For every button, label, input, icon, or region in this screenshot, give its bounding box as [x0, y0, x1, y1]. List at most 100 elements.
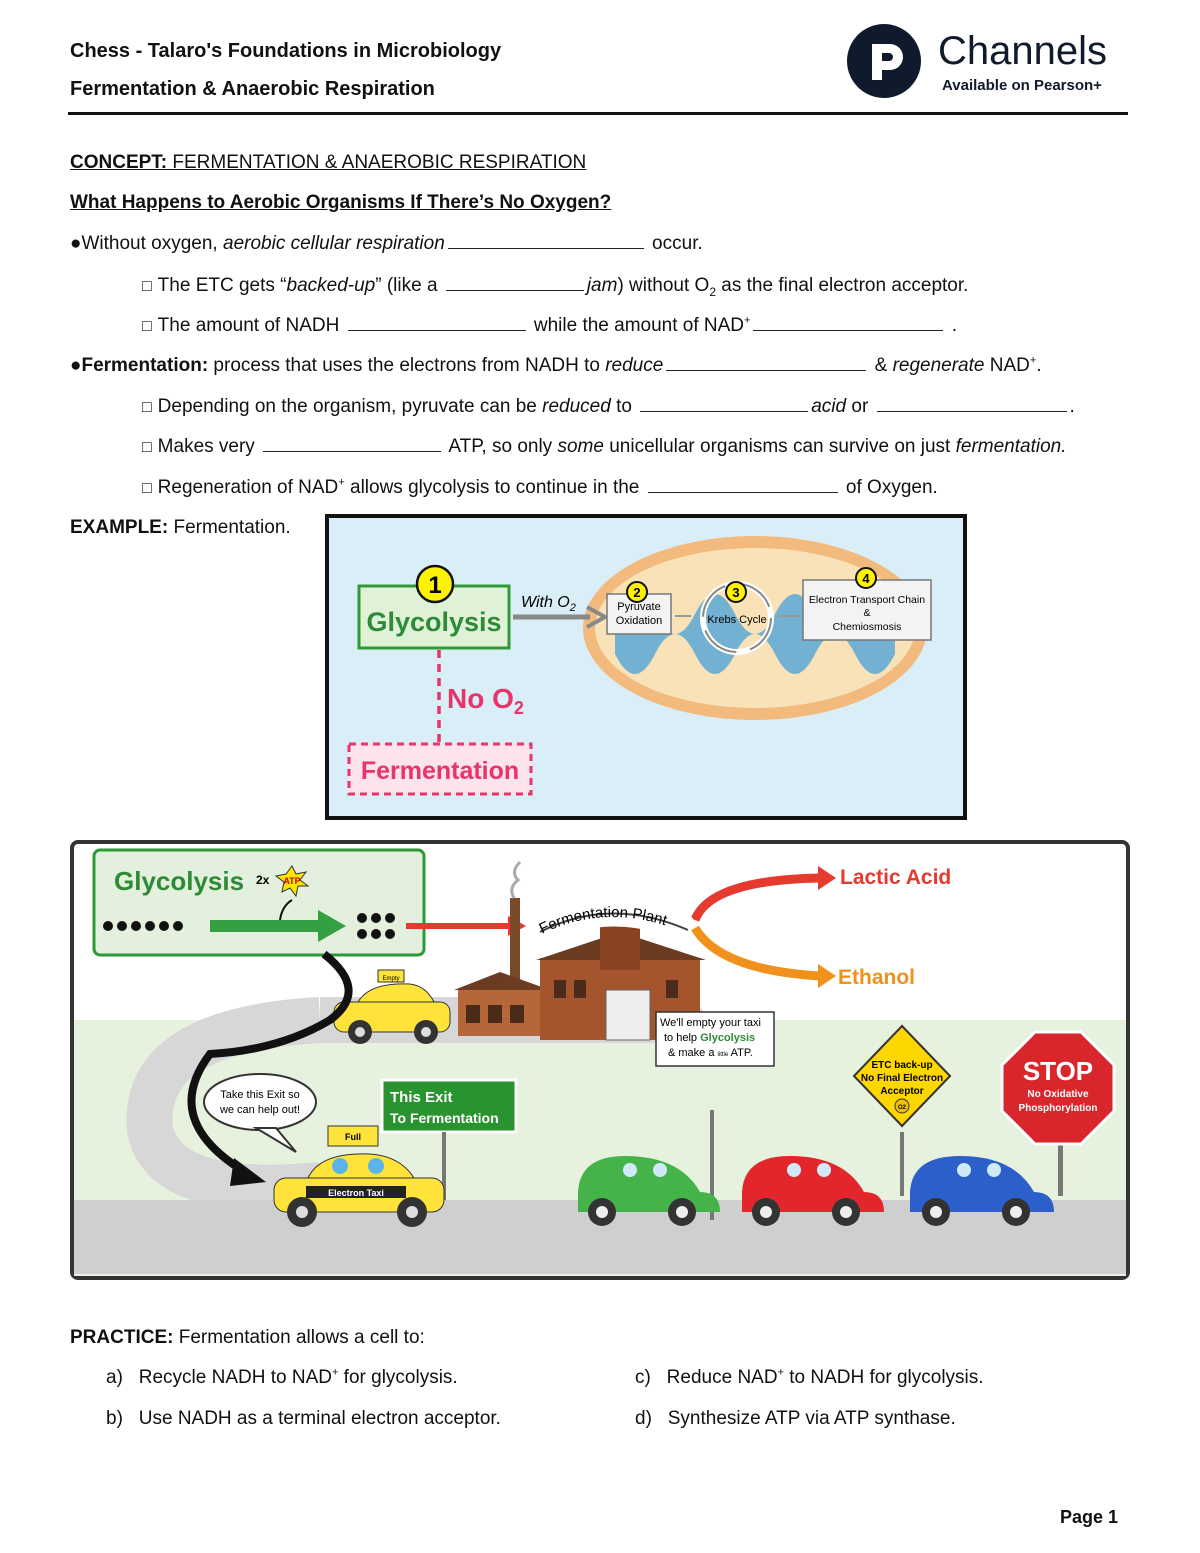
square-bullet-icon: □: [142, 439, 152, 456]
answer-b[interactable]: b) Use NADH as a terminal electron accep…: [106, 1408, 501, 1430]
page-number: Page 1: [1060, 1507, 1119, 1527]
step-2-number: 2: [633, 585, 640, 600]
text: Regeneration of NAD: [157, 477, 339, 498]
header-course-title: Chess - Talaro's Foundations in Microbio…: [70, 40, 502, 62]
superscript: +: [744, 314, 751, 327]
step-3-number: 3: [732, 585, 739, 600]
sign-post: [710, 1110, 714, 1220]
glucose-carbon-dots: [103, 921, 183, 931]
fill-blank[interactable]: [647, 476, 838, 493]
answer-letter: d): [635, 1408, 652, 1429]
with-o2-label: With O2: [521, 594, 576, 614]
fermentation-label: Fermentation: [361, 757, 519, 785]
superscript: +: [338, 476, 345, 489]
practice-label: PRACTICE:: [70, 1327, 174, 1348]
logo-text: Channels: [938, 29, 1107, 73]
exit-sign-line-2: To Fermentation: [390, 1110, 499, 1126]
header-rule: [68, 112, 1128, 115]
glycolysis-label: Glycolysis: [114, 866, 244, 896]
full-taxi-icon: [273, 1125, 445, 1227]
step-4-number: 4: [862, 571, 870, 586]
fill-blank[interactable]: [640, 395, 809, 412]
text: &: [869, 355, 893, 376]
answer-a[interactable]: a) Recycle NADH to NAD+ for glycolysis.: [106, 1367, 458, 1389]
concept-label: CONCEPT:: [70, 152, 168, 173]
plant-sign: [655, 1011, 775, 1067]
krebs-label: Krebs Cycle: [707, 614, 766, 626]
answer-d[interactable]: d) Synthesize ATP via ATP synthase.: [635, 1408, 956, 1430]
fill-blank[interactable]: [347, 314, 526, 331]
square-bullet-icon: □: [142, 278, 152, 295]
channels-logo: Channels Available on Pearson+: [846, 22, 1126, 102]
text: .: [946, 315, 958, 336]
ethanol-arrow: [691, 925, 821, 981]
text: to: [610, 396, 638, 417]
atp-star-icon: [274, 865, 310, 898]
pyruvate-label: Pyruvate: [617, 601, 660, 613]
stop-line-3: Phosphorylation: [1019, 1103, 1098, 1114]
respiration-overview-diagram: Glycolysis 1 With O2 Pyruvate Oxidation …: [325, 514, 967, 820]
etc-warning-sign: [852, 1024, 952, 1128]
green-car-icon: [578, 1156, 720, 1226]
blue-car-icon: [910, 1156, 1054, 1226]
fill-blank[interactable]: [666, 354, 867, 371]
step-4-badge: [855, 567, 877, 589]
notes-line-6: □Makes very ATP, so only some unicellula…: [142, 435, 1067, 458]
superscript: +: [1029, 354, 1037, 367]
bubble-line-1: Take this Exit so: [220, 1089, 299, 1101]
plant-sign-line-2: to help Glycolysis: [664, 1032, 755, 1044]
square-bullet-icon: □: [142, 399, 152, 416]
text-bold: ●Fermentation:: [70, 355, 209, 376]
text: unicellular organisms can survive on jus…: [603, 436, 956, 457]
ethanol-label: Ethanol: [838, 966, 915, 989]
text-italic: reduce: [605, 355, 664, 376]
answer-letter: b): [106, 1408, 123, 1429]
o2-badge-icon: [894, 1098, 910, 1114]
fill-blank[interactable]: [876, 395, 1067, 412]
answer-letter: c): [635, 1367, 651, 1388]
exit-arrow: [187, 950, 353, 1176]
fill-blank[interactable]: [753, 314, 944, 331]
electron-taxi-label: Electron Taxi: [328, 1188, 384, 1198]
answer-text: Recycle NADH to NAD: [138, 1367, 332, 1388]
concept-title: FERMENTATION & ANAEROBIC RESPIRATION: [167, 152, 587, 173]
fill-blank[interactable]: [263, 435, 442, 452]
answer-letter: a): [106, 1367, 123, 1388]
notes-line-4: ●Fermentation: process that uses the ele…: [70, 354, 1042, 377]
fill-blank[interactable]: [445, 274, 584, 291]
text-italic: reduced: [542, 396, 611, 417]
glycolysis-label: Glycolysis: [366, 607, 501, 637]
stop-label: STOP: [1023, 1056, 1093, 1086]
notes-line-7: □Regeneration of NAD+ allows glycolysis …: [142, 476, 938, 499]
exit-road: [126, 997, 323, 1211]
answer-text: Use NADH as a terminal electron acceptor…: [138, 1408, 501, 1429]
answer-text: for glycolysis.: [338, 1367, 458, 1388]
text: .: [1069, 396, 1075, 417]
superscript: +: [777, 1366, 784, 1379]
atp-label: ATP: [283, 876, 300, 886]
fill-blank[interactable]: [447, 232, 644, 249]
text: while the amount of NAD: [528, 315, 745, 336]
atp-multiplier: 2x: [256, 873, 270, 887]
plant-sign-line-3: & make a little ATP.: [668, 1047, 753, 1059]
text: occur.: [646, 233, 703, 254]
fermentation-box: [347, 742, 533, 796]
example-text: Fermentation.: [168, 517, 291, 538]
notes-line-1: ●Without oxygen, aerobic cellular respir…: [70, 232, 703, 255]
answer-c[interactable]: c) Reduce NAD+ to NADH for glycolysis.: [635, 1367, 984, 1389]
subscript: 2: [709, 284, 716, 299]
etc-sign-line-1: ETC back-up: [871, 1060, 932, 1071]
square-bullet-icon: □: [142, 318, 152, 335]
text: Depending on the organism, pyruvate can …: [157, 396, 543, 417]
text-italic: fermentation.: [955, 436, 1067, 457]
etc-label: Electron Transport Chain: [809, 594, 925, 606]
text-italic: jam: [586, 275, 618, 296]
lactic-acid-label: Lactic Acid: [840, 866, 951, 889]
text-italic: aerobic cellular respiration: [223, 233, 445, 254]
exit-sign-line-1: This Exit: [390, 1089, 453, 1106]
superscript: +: [331, 1366, 339, 1379]
text: ●Without oxygen,: [70, 233, 223, 254]
atp-arrow: [279, 899, 293, 921]
step-1-number: 1: [428, 572, 441, 599]
exit-sign: [380, 1078, 518, 1134]
